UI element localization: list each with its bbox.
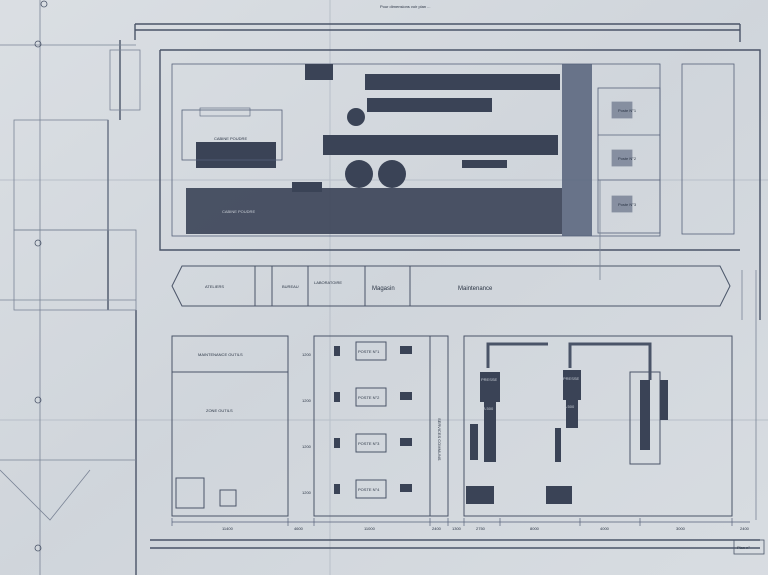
lower-left-zone [171,335,289,517]
dim-label: 8000 [530,526,540,531]
right-service-lines [599,180,757,520]
bay-label-1: POSTE N°1 [358,349,380,354]
dimension-labels-bottom: 11400 4600 11000 2400 1300 2750 8000 400… [222,526,750,531]
dim-label: 11400 [222,526,234,531]
room-label-cabine-poudre: CABINE POUDRE [214,136,247,141]
room-label-cabine-poudre-lower: CABINE POUDRE [222,209,255,214]
dim-label: 11000 [364,526,376,531]
title-block [733,539,765,555]
room-label-laboratoire: LABORATOIRE [314,280,342,285]
dimension-line-bottom [171,518,750,526]
bay-label-4: POSTE N°4 [358,487,380,492]
room-label-atelier: ATELIERS [205,284,224,289]
building-outline [107,23,761,575]
dimension-labels-side: 1200 1200 1200 1200 [302,352,312,495]
press-label-2: PRESSE [563,376,580,381]
dim-label: 1200 [302,490,312,495]
upper-production-zone [171,63,661,237]
left-annex [0,0,141,575]
dim-label: 2400 [432,526,442,531]
right-room-label-2: Poste N°2 [618,156,637,161]
room-label-magasin: Magasin [372,286,395,292]
room-label-maintenance: Maintenance [458,286,493,292]
dim-label: 2400 [740,526,750,531]
header-note: Pour dimensions voir plan ... [380,4,430,9]
dim-label: 1200 [302,444,312,449]
dim-label: 1200 [302,398,312,403]
dim-label: 1200 [302,352,312,357]
press-sub-label-1: A 500 [483,406,494,411]
dim-label: 2750 [476,526,486,531]
room-label-bureau: BUREAU [282,284,299,289]
column-markers [34,0,48,552]
press-machines [466,370,668,504]
bay-label-2: POSTE N°2 [358,395,380,400]
right-room-label-3: Poste N°3 [618,202,637,207]
service-strip [171,265,731,307]
press-sub-label-2: A 500 [564,404,575,409]
upper-right-rooms [597,63,735,235]
room-label-services-communs: SERVICES COMMUNS [437,418,442,461]
room-label-zone-outils: ZONE OUTILS [206,408,233,413]
title-block-label: Plan n° [737,545,750,550]
dim-label: 3000 [676,526,686,531]
bay-label-3: POSTE N°3 [358,441,380,446]
right-room-label-1: Poste N°1 [618,108,637,113]
lower-bays-zone [313,335,449,517]
lower-press-zone [463,335,733,517]
room-label-maintenance-outils: MAINTENANCE OUTILS [198,352,243,357]
dim-label: 4600 [294,526,304,531]
dim-label: 1300 [452,526,462,531]
bay-machines [334,346,412,494]
press-label-1: PRESSE [481,377,498,382]
dim-label: 4000 [600,526,610,531]
